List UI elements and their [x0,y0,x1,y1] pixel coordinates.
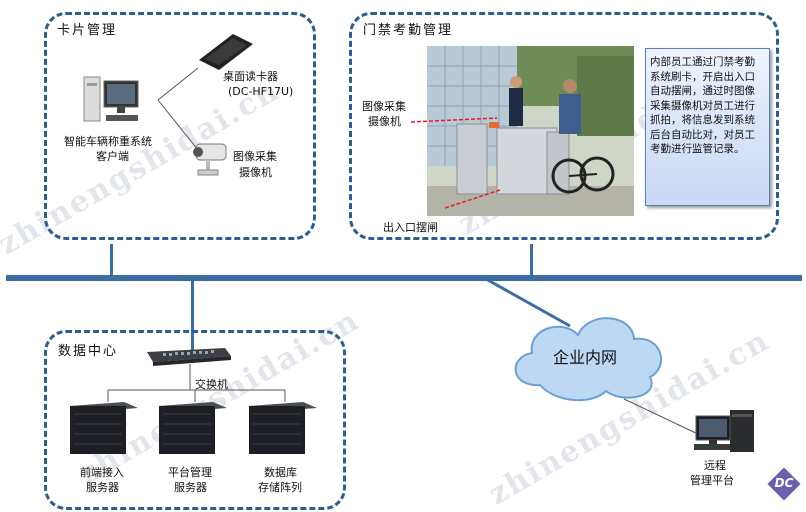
card-reader-icon [199,34,253,70]
data-center-panel [44,330,346,510]
client-computer-icon [83,76,139,122]
remote-link [623,398,701,436]
camera-label-sub: 摄像机 [239,166,272,179]
card-reader-model: (DC-HF17U) [228,85,294,98]
dc-logo: DC [764,464,804,504]
card-panel-link [110,244,113,277]
card-panel-connectors [157,67,199,151]
server-rack-icon [159,402,227,454]
client-label: 智能车辆称重系统 [64,135,152,148]
dc-logo-text: DC [774,476,794,490]
datacenter-panel-title: 数据中心 [58,344,119,359]
server-label: 前端接入 [80,466,124,479]
card-reader-label: 桌面读卡器 [223,70,278,83]
server-rack-icon [70,402,138,454]
server-label: 平台管理 [168,466,212,479]
camera-icon [193,143,227,176]
dc-logo-diamond [764,464,804,504]
access-camera-label: 图像采集 [362,100,406,113]
card-panel-title: 卡片管理 [57,23,118,38]
gate-label: 出入口摆闸 [383,221,438,234]
client-label-sub: 客户端 [96,150,129,163]
remote-label: 远程 [704,459,726,472]
intranet-label: 企业内网 [553,348,618,367]
intranet-cloud-icon [514,317,663,402]
cloud-link [485,277,571,328]
access-control-panel [349,12,779,240]
access-panel-title: 门禁考勤管理 [363,23,454,38]
camera-label: 图像采集 [233,150,277,163]
access-connectors [410,117,501,209]
network-backbone [6,275,802,281]
card-management-panel [44,12,316,240]
storage-label: 数据库 [264,466,297,479]
server-label-sub: 服务器 [86,481,119,494]
switch-label: 交换机 [195,378,228,391]
turnstile-photo [427,46,634,216]
switch-icon [147,348,231,366]
server-label-sub: 服务器 [174,481,207,494]
storage-array-icon [249,402,317,454]
access-description-note: 内部员工通过门禁考勤系统刷卡，开启出入口自动摆闸，通过时图像采集摄像机对员工进行… [645,48,770,206]
switch-server-links [107,364,286,402]
remote-label-sub: 管理平台 [690,474,734,487]
access-camera-label-sub: 摄像机 [368,115,401,128]
datacenter-link [191,278,194,350]
storage-label-sub: 存储阵列 [258,481,302,494]
remote-computer-icon [694,410,754,452]
access-panel-link [530,244,533,277]
